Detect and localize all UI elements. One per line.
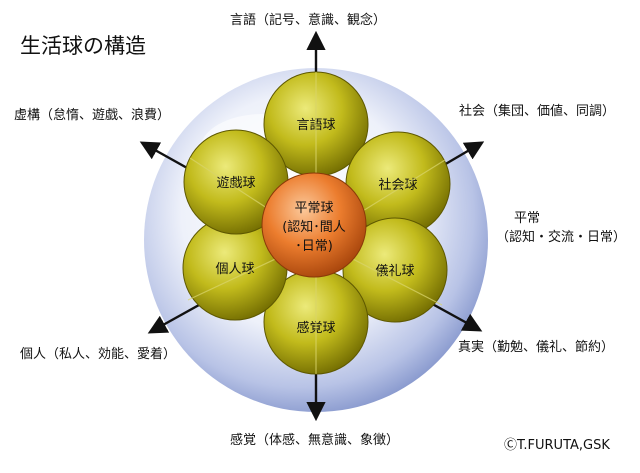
diagram-title: 生活球の構造 [20, 34, 146, 58]
label-lower-right: 真実（勤勉、儀礼、節約） [458, 340, 615, 355]
label-upper-left: 虚構（怠惰、遊戯、浪費） [14, 108, 171, 123]
petal-lower-right-label: 儀礼球 [375, 263, 414, 279]
label-bottom: 感覚（体感、無意識、象徴） [230, 433, 400, 448]
label-lower-left: 個人（私人、効能、愛着） [20, 347, 177, 362]
center-line-1: 平常球 [294, 201, 333, 216]
petal-lower-left-label: 個人球 [215, 262, 254, 277]
label-right-line-2: （認知・交流・日常） [496, 230, 627, 245]
center-sphere: 平常球 (認知･間人 ･日常) [261, 172, 367, 278]
center-line-3: ･日常) [295, 239, 333, 254]
petal-upper-left-label: 遊戯球 [216, 176, 255, 191]
petal-upper-right-label: 社会球 [378, 177, 417, 193]
petal-upper-right: 社会球 [345, 131, 451, 237]
label-upper-right: 社会（集団、価値、同調） [459, 104, 616, 119]
petal-lower-right: 儀礼球 [342, 217, 448, 323]
copyright: ⒸT.FURUTA,GSK [504, 438, 610, 453]
center-line-2: (認知･間人 [282, 219, 346, 235]
label-right-line-1: 平常 [514, 211, 541, 226]
label-top: 言語（記号、意識、観念） [230, 13, 387, 28]
